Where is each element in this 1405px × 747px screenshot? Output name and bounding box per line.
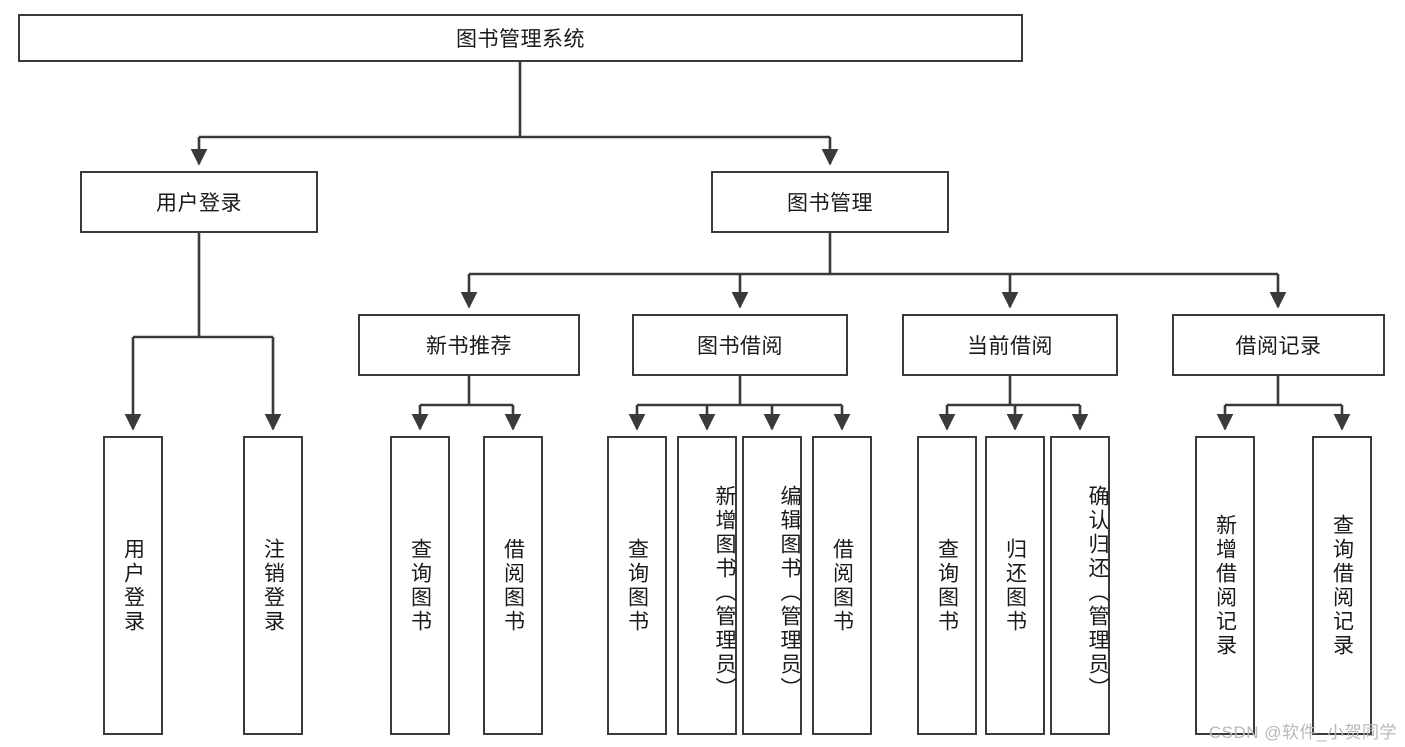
node-leaf-return-book[interactable]: 归还图书: [985, 436, 1045, 735]
node-leaf-user-login[interactable]: 用户登录: [103, 436, 163, 735]
node-leaf-borrow-books-1[interactable]: 借阅图书: [483, 436, 543, 735]
node-current-borrow[interactable]: 当前借阅: [902, 314, 1118, 376]
node-new-book-recommend[interactable]: 新书推荐: [358, 314, 580, 376]
node-book-borrow[interactable]: 图书借阅: [632, 314, 848, 376]
node-leaf-query-books-3[interactable]: 查询图书: [917, 436, 977, 735]
node-leaf-borrow-books-2[interactable]: 借阅图书: [812, 436, 872, 735]
node-leaf-query-record[interactable]: 查询借阅记录: [1312, 436, 1372, 735]
node-leaf-edit-book[interactable]: 编辑图书（管理员）: [742, 436, 802, 735]
node-book-management[interactable]: 图书管理: [711, 171, 949, 233]
node-leaf-query-books-2[interactable]: 查询图书: [607, 436, 667, 735]
node-root[interactable]: 图书管理系统: [18, 14, 1023, 62]
node-leaf-add-book[interactable]: 新增图书（管理员）: [677, 436, 737, 735]
node-leaf-user-logout[interactable]: 注销登录: [243, 436, 303, 735]
node-leaf-query-books-1[interactable]: 查询图书: [390, 436, 450, 735]
watermark-text: CSDN @软件_小贺同学: [1208, 723, 1397, 742]
node-leaf-add-record[interactable]: 新增借阅记录: [1195, 436, 1255, 735]
node-user-login[interactable]: 用户登录: [80, 171, 318, 233]
node-borrow-record[interactable]: 借阅记录: [1172, 314, 1385, 376]
node-leaf-confirm-return[interactable]: 确认归还（管理员）: [1050, 436, 1110, 735]
